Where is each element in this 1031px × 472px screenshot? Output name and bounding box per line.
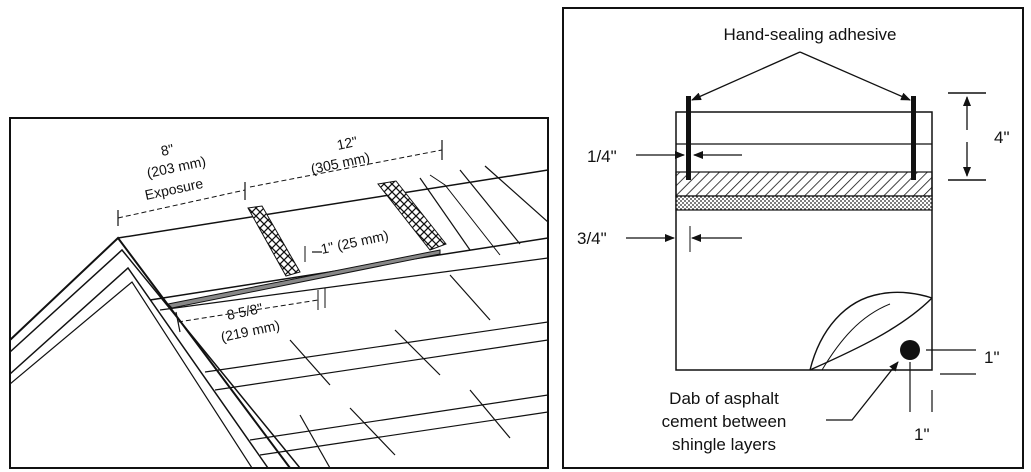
dim-top-inset: 1/4": [587, 147, 617, 166]
dab-leader: [826, 361, 899, 421]
shingle: [675, 96, 933, 371]
gap-label: 1" (25 mm): [319, 227, 390, 257]
dim-lower-inset: 3/4": [577, 229, 607, 248]
dim-dab-vertical: 1": [984, 348, 1000, 367]
sealant-strip: [675, 171, 933, 197]
dab-note-line-3: shingle layers: [672, 435, 776, 454]
roof-illustration: [10, 165, 548, 468]
adhesive-arrow-right: [799, 51, 911, 101]
width-dimension-line: [249, 149, 443, 188]
right-panel-frame: [562, 7, 1024, 469]
dab-note-line-2: cement between: [662, 412, 787, 431]
dim-height: 4": [994, 128, 1010, 147]
width-mm: (305 mm): [309, 149, 371, 177]
right-panel: Hand-sealing adhesive 1/4" 3/4": [562, 7, 1024, 469]
adhesive-label: Hand-sealing adhesive: [724, 25, 897, 44]
adhesive-arrow-left: [691, 51, 801, 101]
left-panel-frame: [9, 117, 549, 469]
width-inches: 12": [335, 133, 358, 153]
asphalt-dab: [900, 340, 920, 360]
exposure-inches: 8": [159, 141, 175, 159]
adhesive-strip-right: [911, 96, 916, 180]
adhesive-strip-left: [686, 96, 691, 180]
granule-strip: [675, 195, 933, 211]
overhang-inches: 8 5/8": [225, 300, 264, 323]
exposure-dimension-line: [117, 189, 246, 219]
dim-dab-horizontal: 1": [914, 425, 930, 444]
left-panel: 8" (203 mm) Exposure 12" (305 mm) 1" (25…: [9, 117, 549, 469]
dab-note-line-1: Dab of asphalt: [669, 389, 779, 408]
